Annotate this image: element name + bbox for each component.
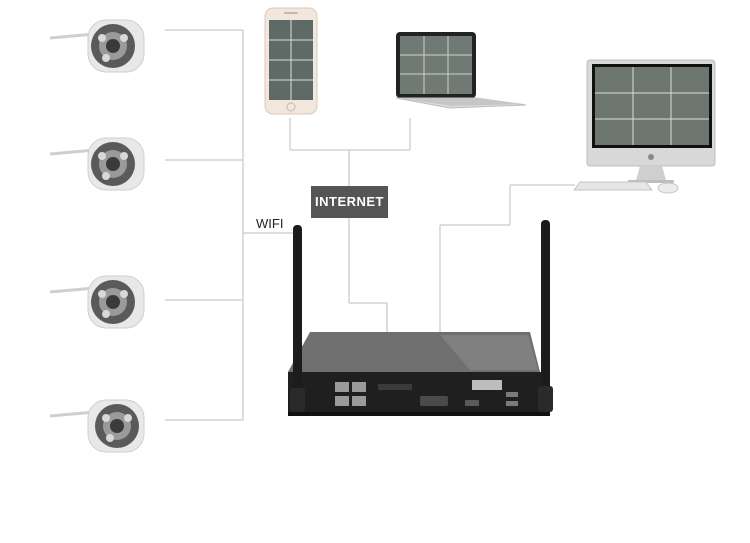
internet-label: INTERNET <box>315 194 384 209</box>
antenna-right <box>538 220 553 412</box>
laptop-icon <box>395 32 527 109</box>
wifi-label: WIFI <box>256 216 283 231</box>
antenna-left <box>290 225 305 412</box>
camera-icon <box>49 399 145 453</box>
smartphone-icon <box>264 7 318 115</box>
camera-icon <box>49 19 145 73</box>
nvr-recorder-icon <box>288 220 553 416</box>
internet-box: INTERNET <box>311 186 388 218</box>
vga-port <box>420 396 448 406</box>
camera-icon <box>49 137 145 191</box>
camera-icon <box>49 275 145 329</box>
ethernet-ports <box>335 382 366 406</box>
desktop-monitor-icon <box>573 59 716 194</box>
